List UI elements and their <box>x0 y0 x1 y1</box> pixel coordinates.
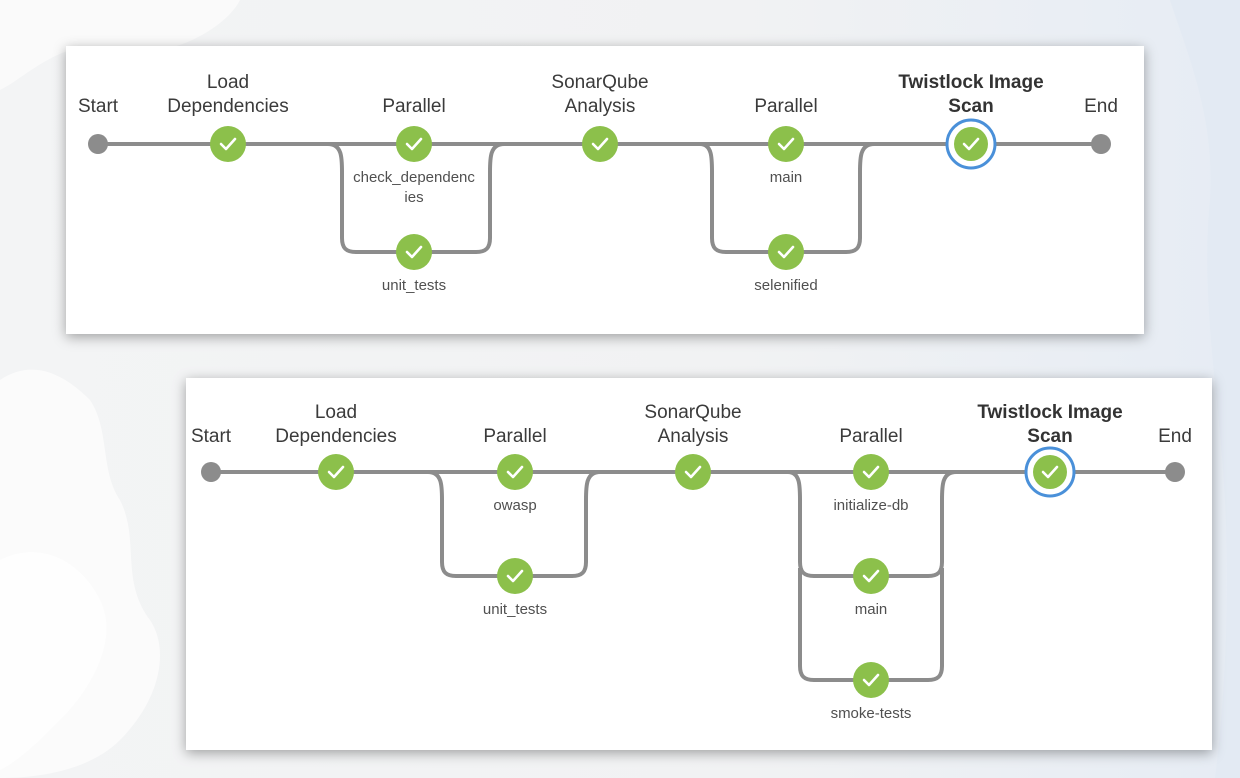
load-dependencies-label-line1: Load <box>207 72 249 93</box>
stage-check-dependencies[interactable] <box>396 126 432 162</box>
end-dot-icon <box>1165 462 1185 482</box>
twistlock-label-line2: Scan <box>1027 426 1072 447</box>
stage-initialize-db[interactable] <box>853 454 889 490</box>
stage-twistlock-image-scan[interactable] <box>1024 446 1076 498</box>
end-label: End <box>1084 96 1118 117</box>
start-dot-icon <box>88 134 108 154</box>
stage-sonarqube-analysis[interactable] <box>582 126 618 162</box>
pipeline-graph-2-canvas: Start Load Dependencies Parallel SonarQu… <box>191 402 1192 722</box>
check-icon <box>591 137 609 151</box>
check-dependencies-label-line1: check_dependenc <box>353 169 475 186</box>
check-icon <box>862 569 880 583</box>
check-icon <box>1041 465 1059 479</box>
main-label: main <box>855 601 888 618</box>
sonarqube-label-line1: SonarQube <box>551 72 648 93</box>
load-dependencies-label-line2: Dependencies <box>275 426 396 447</box>
sonarqube-label-line2: Analysis <box>658 426 729 447</box>
selenified-label: selenified <box>754 277 817 294</box>
check-icon <box>219 137 237 151</box>
stage-load-dependencies[interactable] <box>318 454 354 490</box>
check-icon <box>327 465 345 479</box>
check-icon <box>777 137 795 151</box>
stage-twistlock-image-scan[interactable] <box>945 118 997 170</box>
check-icon <box>962 137 980 151</box>
pipeline-graph-1-canvas: Start Load Dependencies Parallel SonarQu… <box>78 72 1118 294</box>
load-dependencies-label-line2: Dependencies <box>167 96 288 117</box>
check-icon <box>405 137 423 151</box>
sonarqube-label-line1: SonarQube <box>644 402 741 423</box>
start-label: Start <box>191 426 232 447</box>
check-dependencies-label-line2: ies <box>404 189 423 206</box>
unit-tests-label: unit_tests <box>382 277 446 294</box>
stage-main[interactable] <box>768 126 804 162</box>
check-icon <box>405 245 423 259</box>
check-icon <box>777 245 795 259</box>
load-dependencies-label-line1: Load <box>315 402 357 423</box>
twistlock-label-line1: Twistlock Image <box>898 72 1043 93</box>
unit-tests-label: unit_tests <box>483 601 547 618</box>
parallel-1-label: Parallel <box>483 426 546 447</box>
end-dot-icon <box>1091 134 1111 154</box>
check-icon <box>862 673 880 687</box>
sonarqube-label-line2: Analysis <box>565 96 636 117</box>
start-label: Start <box>78 96 119 117</box>
check-icon <box>862 465 880 479</box>
stage-smoke-tests[interactable] <box>853 662 889 698</box>
twistlock-label-line1: Twistlock Image <box>977 402 1122 423</box>
check-icon <box>506 569 524 583</box>
pipeline-graph-2: Start Load Dependencies Parallel SonarQu… <box>186 378 1212 750</box>
stage-unit-tests[interactable] <box>396 234 432 270</box>
stage-main[interactable] <box>853 558 889 594</box>
check-icon <box>506 465 524 479</box>
smoke-tests-label: smoke-tests <box>831 705 912 722</box>
stage-load-dependencies[interactable] <box>210 126 246 162</box>
twistlock-label-line2: Scan <box>948 96 993 117</box>
initialize-db-label: initialize-db <box>833 497 908 514</box>
check-icon <box>684 465 702 479</box>
parallel-1-label: Parallel <box>382 96 445 117</box>
parallel-2-label: Parallel <box>839 426 902 447</box>
stage-unit-tests[interactable] <box>497 558 533 594</box>
stage-owasp[interactable] <box>497 454 533 490</box>
start-dot-icon <box>201 462 221 482</box>
stage-selenified[interactable] <box>768 234 804 270</box>
parallel-2-label: Parallel <box>754 96 817 117</box>
pipeline-graph-1: Start Load Dependencies Parallel SonarQu… <box>66 46 1144 334</box>
end-label: End <box>1158 426 1192 447</box>
stage-sonarqube-analysis[interactable] <box>675 454 711 490</box>
main-label: main <box>770 169 803 186</box>
owasp-label: owasp <box>493 497 536 514</box>
